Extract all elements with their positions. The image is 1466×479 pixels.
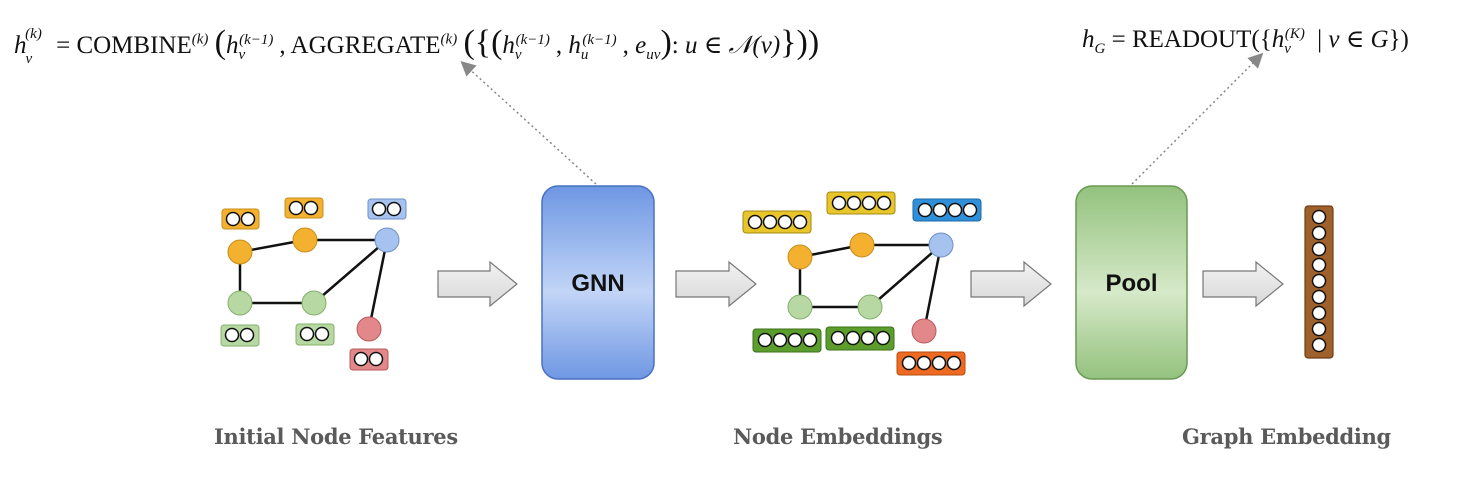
flow-arrow-3 [970,260,1052,308]
caption-node-embeddings: Node Embeddings [733,424,943,449]
emb-node-orange-2 [849,232,875,258]
emb-node-green-1 [787,294,813,320]
gnn-label: GNN [571,270,625,297]
embedding-box-yellow-2 [826,191,896,215]
caption-graph-embedding: Graph Embedding [1182,424,1391,449]
feature-box-orange-2 [284,197,324,219]
embedding-box-green-2 [825,326,895,351]
feature-box-green-2 [295,323,335,346]
pool-box [1075,185,1188,380]
embedding-graph [742,191,982,376]
node-orange-1 [227,239,253,265]
embedding-box-orange [896,351,966,376]
caption-initial-node-features: Initial Node Features [214,424,458,449]
node-blue [374,227,400,253]
feature-box-green-1 [220,324,260,347]
feature-box-orange-1 [221,208,260,230]
readout-formula: hG = READOUT({hv(K) | v ∈ G}) [1082,25,1409,57]
gnn-box [541,185,655,380]
embedding-box-yellow-1 [742,210,812,234]
feature-box-red [349,348,389,371]
embedding-box-green-1 [752,328,822,353]
emb-node-orange-1 [787,244,813,270]
pool-formula-pointer [1131,52,1264,185]
emb-node-green-2 [857,294,883,320]
node-update-formula: hv(k) = COMBINE(k) (hv(k−1), AGGREGATE(k… [14,24,820,67]
pool-label: Pool [1105,270,1158,297]
emb-node-blue [928,232,954,258]
node-red [356,316,382,342]
gnn-formula-pointer [460,60,597,185]
flow-arrow-4 [1202,260,1284,308]
flow-arrow-2 [675,260,757,308]
node-green-1 [227,290,253,316]
node-green-2 [301,290,327,316]
feature-box-blue [367,198,407,220]
node-orange-2 [292,227,318,253]
embedding-box-blue [912,198,982,222]
initial-graph [220,197,407,371]
emb-node-red [911,318,937,344]
graph-embedding-vector [1304,205,1334,359]
flow-arrow-1 [437,260,518,308]
